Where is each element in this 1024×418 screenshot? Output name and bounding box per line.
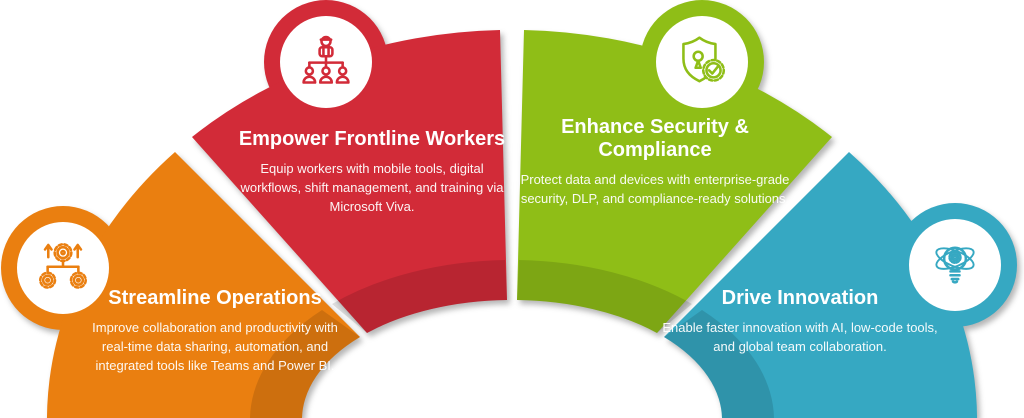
segment-body bbox=[192, 30, 507, 333]
segment-title: Streamline Operations bbox=[108, 287, 322, 309]
segment-description: Enable faster innovation with AI, low-co… bbox=[662, 320, 938, 354]
enhance-security-compliance-text-block: Enhance Security & Compliance Protect da… bbox=[505, 116, 805, 209]
segment-inner-shadow bbox=[517, 260, 692, 333]
frontline-org-chart-icon bbox=[302, 35, 350, 84]
segment-empower-frontline-workers bbox=[192, 0, 507, 333]
empower-frontline-workers-text-block: Empower Frontline Workers Equip workers … bbox=[222, 128, 522, 217]
segment-body bbox=[517, 30, 832, 333]
segment-title: Drive Innovation bbox=[721, 287, 879, 309]
innovation-lightbulb-atom-icon bbox=[935, 246, 975, 284]
segment-description: Improve collaboration and productivity w… bbox=[92, 320, 338, 373]
shield-lock-check-icon bbox=[682, 36, 726, 83]
segment-enhance-security-compliance bbox=[517, 0, 832, 333]
segment-description: Protect data and devices with enterprise… bbox=[520, 172, 790, 206]
streamline-operations-text-block: Streamline Operations Improve collaborat… bbox=[75, 287, 355, 376]
segment-body bbox=[47, 152, 360, 418]
gears-workflow-icon bbox=[39, 243, 88, 289]
segment-title: Empower Frontline Workers bbox=[238, 128, 506, 150]
segment-body bbox=[664, 152, 977, 418]
segment-inner-shadow bbox=[332, 260, 507, 333]
segment-streamline-operations bbox=[1, 152, 360, 418]
segment-inner-shadow bbox=[664, 310, 774, 418]
drive-innovation-text-block: Drive Innovation Enable faster innovatio… bbox=[660, 287, 940, 357]
segment-title: Enhance Security & Compliance bbox=[561, 116, 749, 161]
segment-drive-innovation bbox=[664, 152, 1017, 418]
icon-circle bbox=[909, 219, 1001, 311]
segment-description: Equip workers with mobile tools, digital… bbox=[240, 161, 504, 214]
segment-inner-shadow bbox=[250, 310, 360, 418]
icon-circle bbox=[656, 16, 748, 108]
